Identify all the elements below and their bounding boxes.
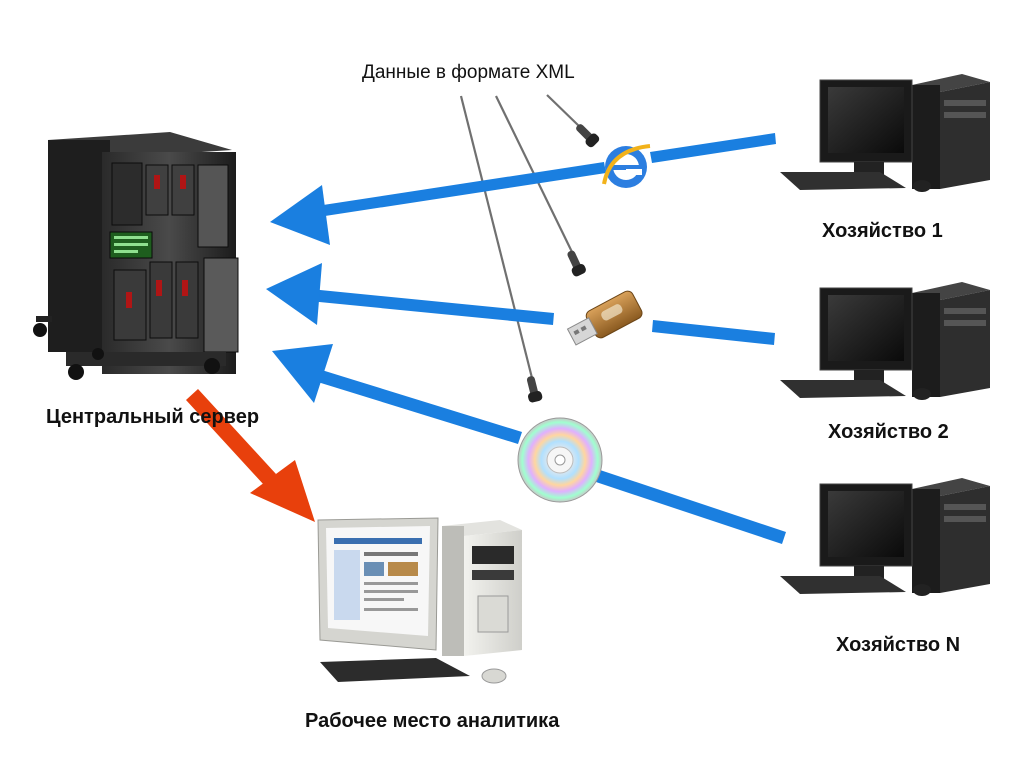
internet-explorer-icon	[602, 144, 651, 188]
arrow-farmN-shaft-right	[593, 469, 786, 544]
pointing-hand-icon	[567, 250, 586, 277]
arrow-farm2-shaft-right	[652, 320, 775, 345]
arrow-farm1-head	[270, 185, 330, 245]
farm-1-label: Хозяйство 1	[822, 220, 943, 242]
farm-n-label: Хозяйство N	[836, 634, 961, 656]
central-server-label: Центральный сервер	[46, 406, 260, 428]
computer-icon	[317, 517, 522, 684]
red-arrow-shaft	[186, 389, 276, 485]
arrow-farmN-head	[272, 344, 333, 403]
arrow-farm1-shaft-left	[310, 162, 606, 218]
arrow-farmN-shaft-left	[308, 367, 522, 444]
computer-icon	[780, 74, 990, 192]
blue-arrows	[266, 133, 786, 544]
computer-icon	[780, 478, 990, 596]
red-arrow	[186, 389, 315, 522]
pointer-line-ie	[546, 94, 581, 128]
analyst-workstation-label: Рабочее место аналитика	[305, 710, 560, 732]
farm-2-label: Хозяйство 2	[828, 421, 949, 443]
cd-disc-icon	[517, 417, 603, 503]
arrow-farm1-shaft-right	[650, 133, 776, 163]
pointing-hand-icon	[576, 124, 600, 148]
pointer-lines	[459, 94, 581, 379]
usb-flash-drive-icon	[566, 290, 643, 346]
pointer-line-cd	[459, 95, 534, 379]
computer-icon	[780, 282, 990, 400]
arrow-farm2-shaft-left	[309, 289, 554, 325]
arrow-farm2-head	[266, 263, 322, 325]
red-arrow-head	[250, 460, 315, 522]
pointing-hand-icon	[527, 376, 543, 403]
server-icon	[33, 132, 239, 380]
xml-data-label: Данные в формате XML	[362, 62, 575, 83]
